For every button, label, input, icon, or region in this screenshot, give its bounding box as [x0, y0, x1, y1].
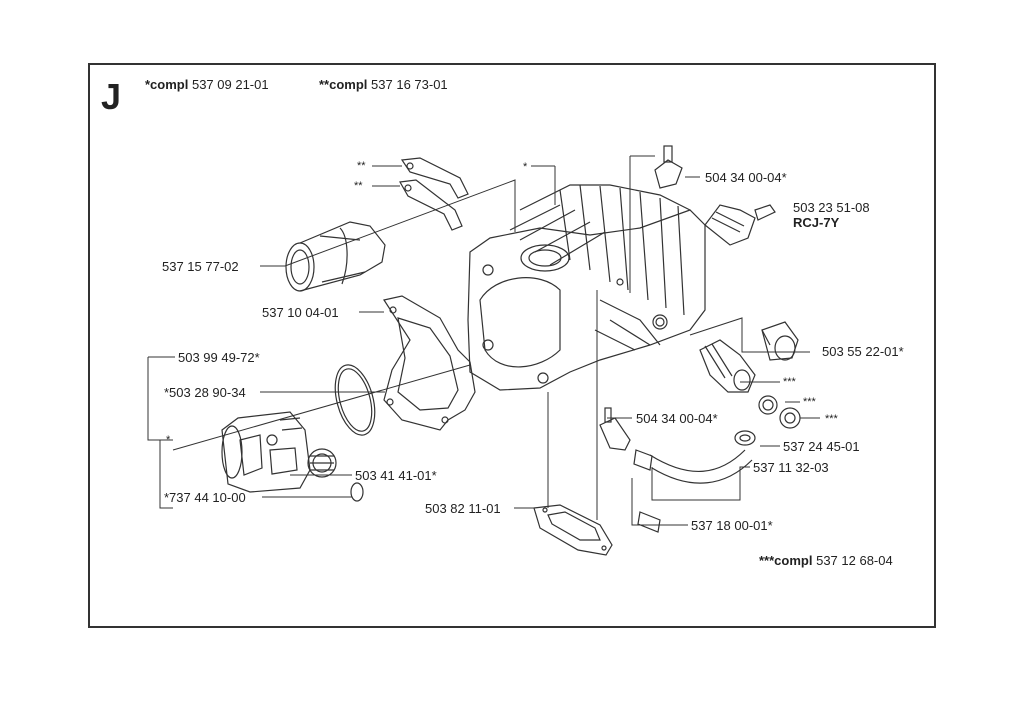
compl-number: 537 12 68-04 [816, 553, 893, 568]
callout-clip-1: ** [357, 160, 366, 172]
compl-prefix: *compl [145, 77, 189, 92]
callout-piston-ring: *503 28 90-34 [164, 385, 246, 400]
callout-valve-compl: *** [783, 376, 796, 388]
piston-ring [334, 364, 376, 436]
fuel-plug [637, 511, 661, 533]
callout-spark-plug: 503 23 51-08 [793, 200, 870, 215]
callout-washer-compl-1: *** [803, 396, 816, 408]
decompression-valve [761, 321, 799, 361]
footer-compl-3: ***compl 537 12 68-04 [759, 553, 893, 568]
cylinder-gasket [383, 295, 476, 431]
callout-clip-2: ** [354, 180, 363, 192]
circlip [350, 482, 364, 502]
callout-cylinder: * [523, 161, 528, 173]
callout-cylinder-gasket: 537 10 04-01 [262, 305, 339, 320]
callout-piston-kit: 503 99 49-72* [178, 350, 260, 365]
cylinder [467, 184, 706, 391]
header-compl-1: *compl 537 09 21-01 [145, 77, 269, 92]
base-gasket [533, 504, 613, 556]
needle-bearing [307, 448, 337, 478]
header-compl-2: **compl 537 16 73-01 [319, 77, 448, 92]
fuel-valve-assembly [699, 339, 756, 393]
callout-circlip: *737 44 10-00 [164, 490, 246, 505]
intake-clips [399, 157, 469, 231]
compl-number: 537 09 21-01 [191, 77, 269, 92]
callout-washer: 537 24 45-01 [783, 439, 860, 454]
fuel-elbow [599, 407, 631, 451]
callout-needle-bearing: 503 41 41-01* [355, 468, 437, 483]
callout-fuel-hose: 537 11 32-03 [753, 460, 829, 475]
washers [734, 395, 801, 446]
compl-number: 537 16 73-01 [371, 77, 448, 92]
callout-fitting-top: 504 34 00-04* [705, 170, 787, 185]
callout-fuel-elbow: 504 34 00-04* [636, 411, 718, 426]
callout-spark-plug-type: RCJ-7Y [793, 215, 840, 230]
diagram-frame [88, 63, 936, 628]
section-letter: J [101, 76, 122, 117]
callout-intake-boot: 537 15 77-02 [162, 259, 239, 274]
callout-fuel-plug: 537 18 00-01* [691, 518, 773, 533]
callout-decompression-valve: 503 55 22-01* [822, 344, 904, 359]
fuel-hose [633, 449, 753, 484]
compl-prefix: **compl [319, 77, 368, 92]
spark-plug [704, 204, 776, 246]
piston [221, 411, 311, 493]
callout-base-gasket: 503 82 11-01 [425, 501, 501, 516]
intake-boot [285, 221, 386, 292]
compl-prefix: ***compl [759, 553, 813, 568]
fuel-fitting-top [654, 145, 683, 189]
callout-piston: * [166, 434, 171, 446]
callout-washer-compl-2: *** [825, 413, 838, 425]
